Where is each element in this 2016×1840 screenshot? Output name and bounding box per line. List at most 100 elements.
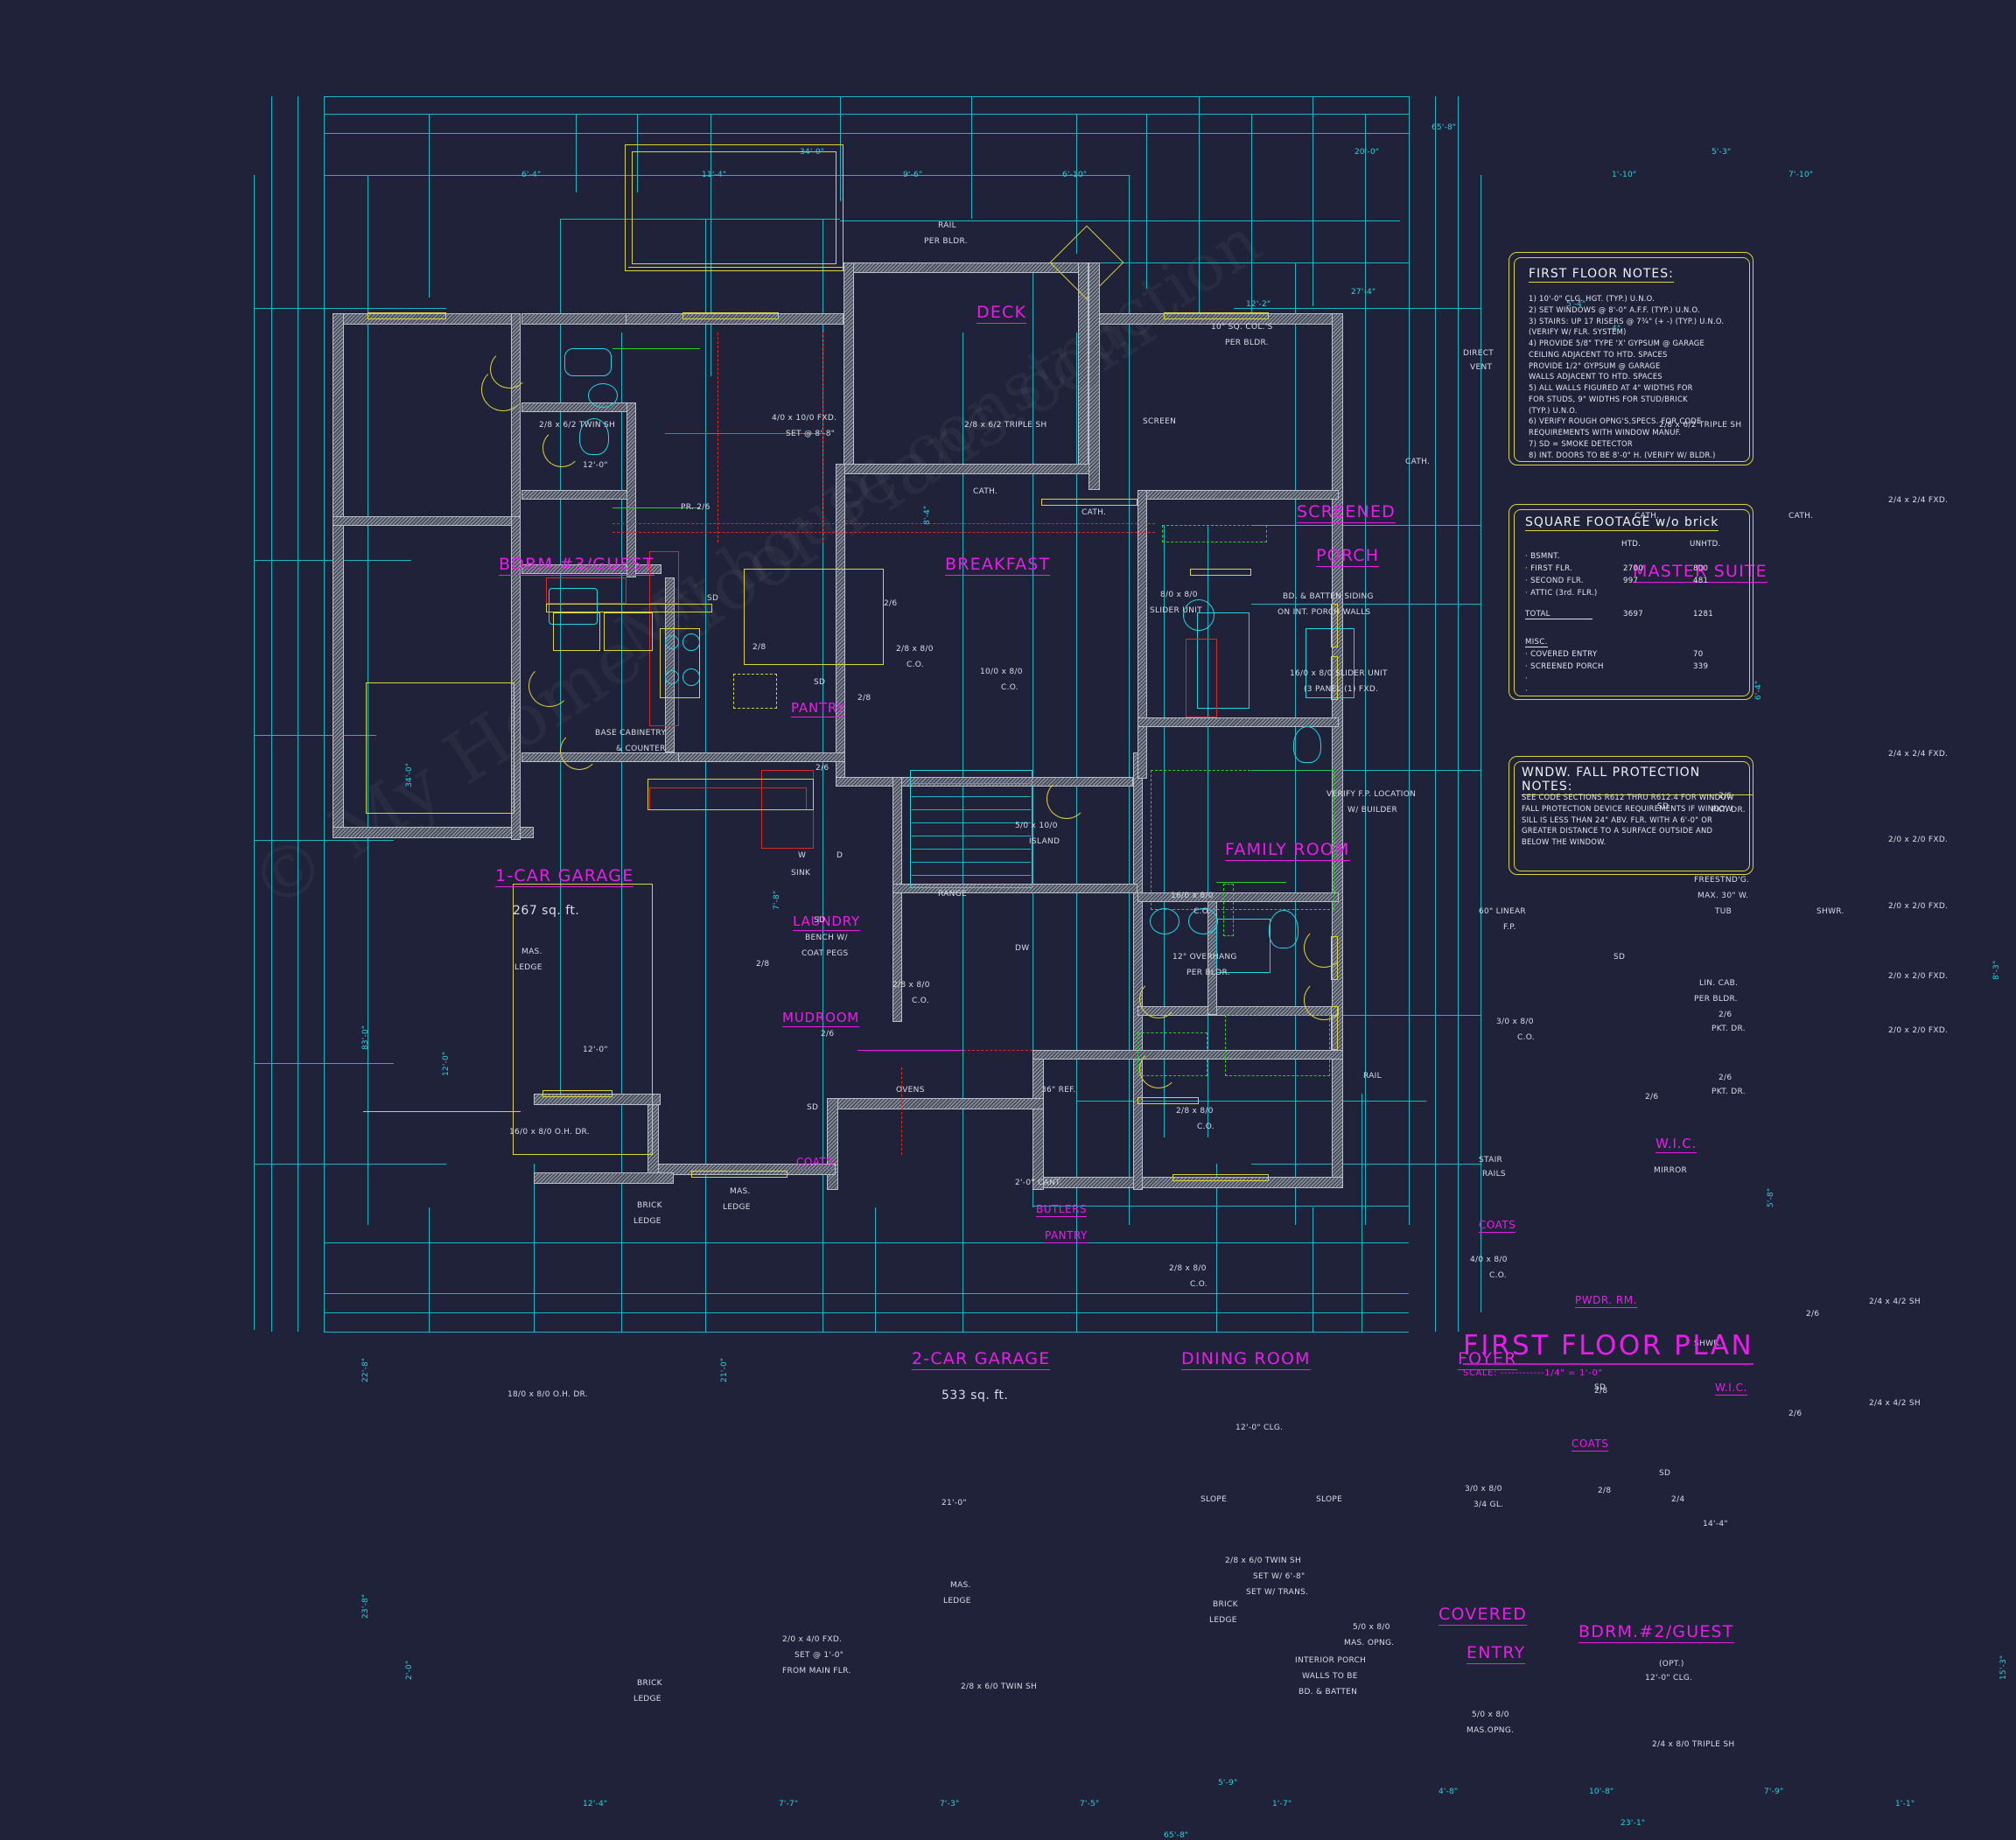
first-floor-notes-title: FIRST FLOOR NOTES: (1529, 267, 1674, 283)
dim-line-top-3 (324, 133, 1409, 134)
plan-annotation: RAIL (938, 221, 956, 230)
note-line: REQUIREMENTS WITH WINDOW MANUF. (1529, 428, 1682, 437)
window-symbol (1164, 312, 1269, 319)
door-swing-arc (481, 367, 525, 411)
note-line: GREATER DISTANCE TO A SURFACE OUTSIDE AN… (1522, 826, 1713, 836)
dim-line-right-2 (1458, 96, 1459, 1332)
square-footage-row: · (1525, 675, 1739, 687)
plan-annotation: LEDGE (514, 963, 542, 972)
plan-annotation: SD (707, 594, 719, 603)
room-label-porch: PORCH (1316, 546, 1380, 567)
plan-annotation: SD (807, 1103, 819, 1112)
dimension-label: 7'-5" (1080, 1800, 1100, 1809)
dimension-label: 5'-4" (1566, 300, 1586, 309)
dim-tick-h (1251, 1015, 1480, 1016)
plan-annotation: 2/8 x 8/0 (892, 981, 930, 990)
window-symbol (682, 312, 779, 319)
plan-annotation: SET W/ 6'-8" (1253, 1572, 1306, 1581)
dim-line-inner-v (705, 219, 706, 1225)
plan-annotation: SD (1659, 1469, 1671, 1478)
dryer-symbol (604, 612, 653, 651)
ceiling-accent-line (858, 1050, 962, 1051)
plan-annotation: BENCH W/ (805, 934, 848, 942)
dim-line-inner-v (324, 175, 325, 1225)
plan-annotation: 2/4 (1671, 1495, 1685, 1504)
plan-annotation: FROM MAIN FLR. (782, 1667, 851, 1676)
dim-line-inner (560, 219, 840, 220)
dim-tick-v (1146, 114, 1147, 289)
plan-annotation: OVENS (896, 1086, 925, 1095)
window-symbol (1331, 656, 1338, 700)
plan-annotation: STAIR (1479, 1156, 1503, 1165)
room-label-coats: COATS (1479, 1219, 1516, 1233)
room-label-w-i-c: W.I.C. (1656, 1136, 1698, 1153)
dim-tick-h (1234, 308, 1480, 309)
dim-line-inner (814, 175, 1129, 176)
plan-annotation: 2/0 x 4/0 FXD. (782, 1635, 843, 1644)
dim-tick-v (429, 1207, 430, 1332)
dimension-label: 65'-8" (1432, 123, 1457, 132)
dimension-label: 11'-4" (702, 171, 727, 179)
plan-annotation: SLOPE (1200, 1495, 1228, 1504)
sqft-row-htd: 997 (1623, 577, 1639, 585)
plan-annotation: 2/4 x 4/2 SH (1869, 1298, 1921, 1306)
plan-annotation: 2/4 x 2/4 FXD. (1888, 750, 1949, 759)
room-label-mudroom: MUDROOM (782, 1010, 860, 1027)
plan-annotation: ISLAND (1029, 837, 1060, 846)
dimension-label: 9'-6" (903, 171, 923, 179)
plan-annotation: RANGE (938, 890, 967, 899)
plan-annotation: 2/4 x 8/0 TRIPLE SH (1652, 1740, 1735, 1749)
note-line: BELOW THE WINDOW. (1522, 837, 1606, 847)
dimension-label: 7'-7" (779, 1800, 799, 1809)
interior-wall (1133, 752, 1143, 1190)
sink-basin (588, 383, 618, 408)
plan-annotation: SET W/ TRANS. (1246, 1588, 1309, 1597)
dimension-label-vertical: 8'-4" (923, 505, 932, 525)
plan-annotation: (3 PANEL (1) FXD. (1304, 685, 1379, 694)
misc-title: MISC. (1525, 638, 1548, 647)
plan-annotation: VERIFY F.P. LOCATION (1326, 790, 1417, 799)
plan-annotation: C.O. (1194, 907, 1211, 916)
plan-annotation: 2/6 (884, 599, 898, 608)
plan-annotation: 2/8 x 6/0 TWIN SH (961, 1683, 1038, 1691)
dimension-label: 10'-8" (1589, 1788, 1614, 1796)
plan-annotation: SD (814, 916, 826, 925)
dim-line-inner-v (1032, 262, 1033, 1207)
stair-tread (912, 862, 1031, 863)
plan-annotation: SD (1594, 1383, 1606, 1392)
plan-annotation: PER BLDR. (1186, 969, 1230, 977)
plan-annotation: TUB (1715, 907, 1732, 916)
toilet-symbol (1293, 726, 1321, 763)
plan-annotation: 2'-0" CANT. (1015, 1179, 1062, 1187)
ceiling-accent-line (665, 433, 822, 434)
note-line: 2) SET WINDOWS @ 8'-0" A.F.F. (TYP.) U.N… (1529, 304, 1700, 314)
room-label-1-car-garage: 1-CAR GARAGE (495, 866, 634, 887)
ceiling-break-line (901, 1067, 902, 1155)
plan-annotation: C.O. (912, 997, 929, 1005)
door-swing-arc (1304, 980, 1344, 1020)
note-line: 5) ALL WALLS FIGURED AT 4" WIDTHS FOR (1529, 383, 1693, 393)
spacer (1525, 601, 1739, 610)
square-footage-row: · (1525, 687, 1739, 699)
dim-line-inner (840, 220, 1400, 221)
tub-symbol (564, 348, 612, 376)
dimension-label: 20'-0" (1354, 148, 1380, 157)
note-line: WALLS ADJACENT TO HTD. SPACES (1529, 372, 1662, 381)
plan-annotation: LEDGE (943, 1597, 971, 1606)
plan-annotation: 2/8 x 8/0 (896, 645, 934, 654)
plan-annotation: C.O. (1489, 1271, 1507, 1280)
plan-annotation: VENT (1470, 363, 1493, 372)
dim-tick-v (1251, 114, 1252, 315)
porch-wall (844, 262, 854, 472)
dimension-label: 12'-2" (1246, 300, 1271, 309)
plan-annotation: BD. & BATTEN SIDING (1283, 592, 1374, 601)
plan-annotation: 2/8 x 6/2 TRIPLE SH (964, 421, 1047, 430)
square-footage-panel: SQUARE FOOTAGE w/o brick HTD. UNHTD. · B… (1508, 504, 1754, 700)
dim-tick-v (1076, 1164, 1077, 1332)
note-line: 3) STAIRS: UP 17 RISERS @ 7¾" (+ -) (TYP… (1529, 316, 1725, 325)
interior-wall (1138, 717, 1339, 727)
room-label-pwdr-rm: PWDR. RM. (1575, 1294, 1637, 1308)
window-fall-protection-body: SEE CODE SECTIONS R612 THRU R612.4 FOR W… (1522, 792, 1747, 848)
door-swing-arc (560, 731, 598, 770)
plan-annotation: SLOPE (1316, 1495, 1343, 1504)
